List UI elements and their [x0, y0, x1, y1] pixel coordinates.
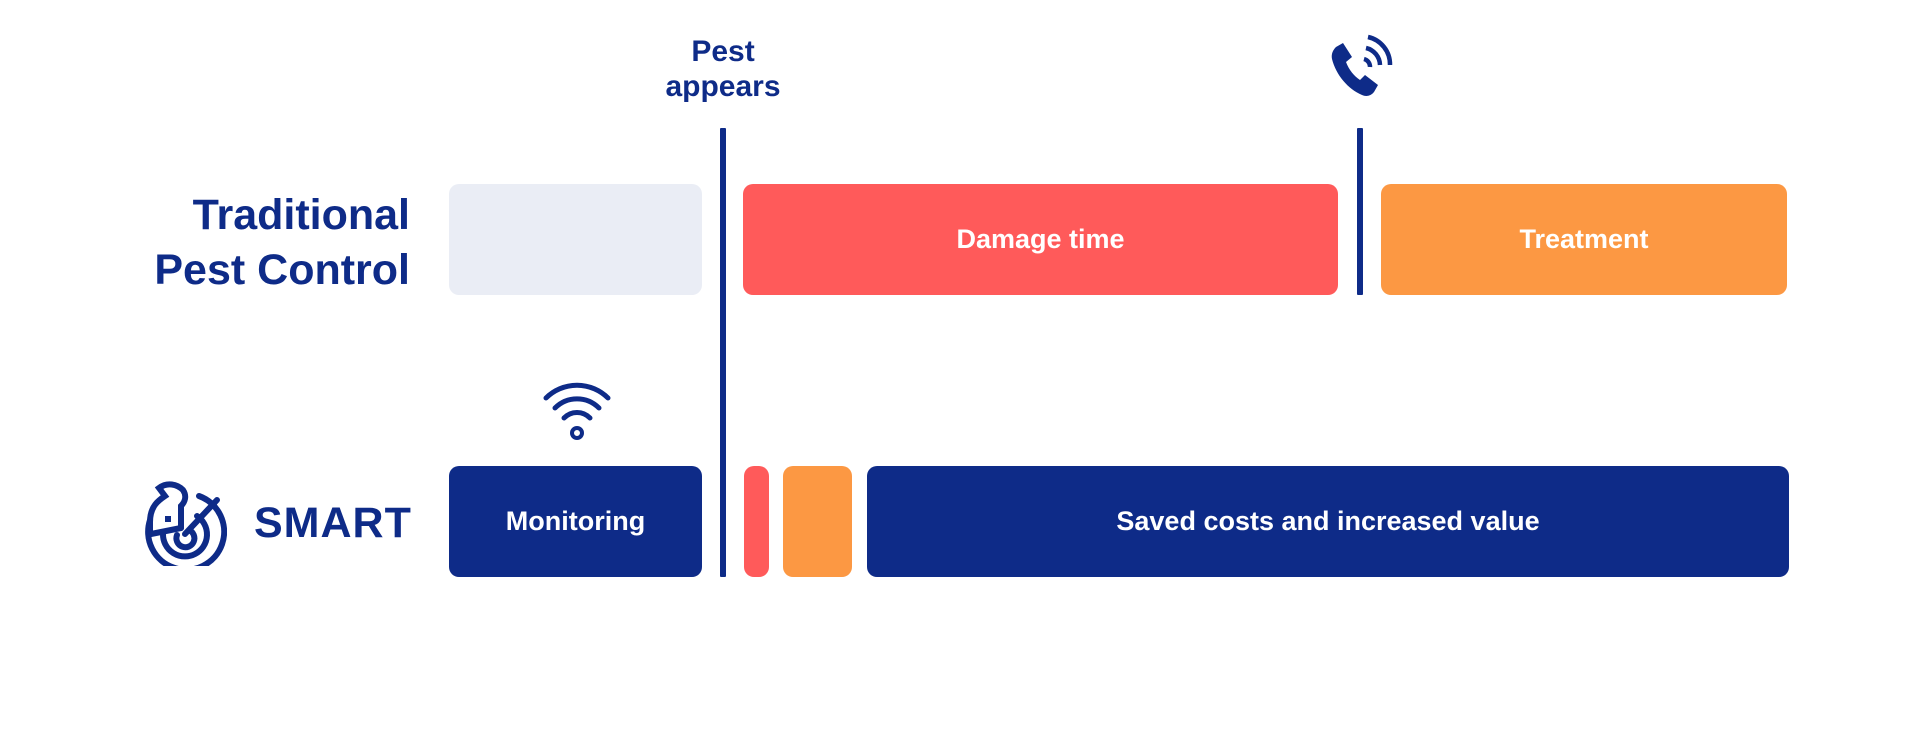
traditional-row-label: Traditional Pest Control: [120, 188, 410, 298]
monitoring-segment: Monitoring: [449, 466, 702, 577]
smart-row-label: SMART: [254, 499, 412, 547]
wifi-icon: [542, 382, 612, 442]
traditional-label-line1: Traditional: [192, 191, 410, 239]
damage-time-label: Damage time: [956, 224, 1125, 254]
saved-costs-segment: Saved costs and increased value: [867, 466, 1789, 577]
saved-costs-label: Saved costs and increased value: [1116, 506, 1540, 536]
treatment-label: Treatment: [1519, 224, 1649, 254]
traditional-label-line2: Pest Control: [154, 246, 410, 294]
monitoring-label: Monitoring: [505, 506, 646, 536]
pest-appears-line1: Pest: [691, 35, 755, 68]
pest-appears-line2: appears: [665, 70, 781, 103]
rodent-target-logo-icon: [141, 476, 228, 573]
phone-ringing-icon: [1326, 33, 1394, 101]
call-line: [1357, 128, 1363, 295]
smart-treatment-segment: [783, 466, 852, 577]
treatment-segment: Treatment: [1381, 184, 1787, 295]
pest-appears-label: Pest appears: [643, 34, 803, 104]
pest-appears-line: [720, 128, 726, 577]
traditional-idle-segment: [449, 184, 702, 295]
damage-time-segment: Damage time: [743, 184, 1338, 295]
smart-damage-segment: [744, 466, 769, 577]
